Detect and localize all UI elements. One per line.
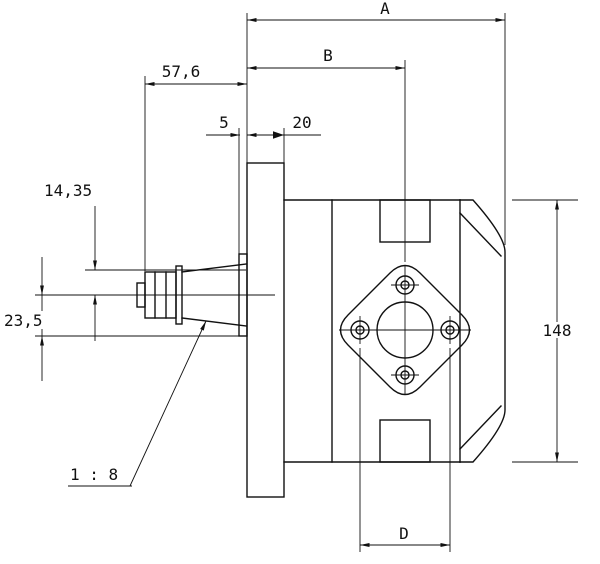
bottom-port-boss <box>379 419 431 463</box>
taper-callout: 1 : 8 <box>68 320 207 487</box>
rear-cover <box>459 199 506 463</box>
dim-label-d: D <box>399 524 409 543</box>
dimension-14-35: 14,35 <box>44 181 246 341</box>
pump-body <box>283 199 461 463</box>
dim-label-148: 148 <box>543 321 572 340</box>
dimension-57-6: 57,6 <box>144 62 248 271</box>
rear-cover-outline <box>459 199 506 463</box>
dim-label-23-5: 23,5 <box>4 311 43 330</box>
drive-shaft <box>35 263 275 327</box>
dimension-d: D <box>359 348 451 552</box>
port-flange-outline <box>339 264 471 396</box>
taper-label: 1 : 8 <box>70 465 118 484</box>
dim-label-5: 5 <box>219 113 229 132</box>
dimension-20: 20 <box>246 113 321 163</box>
side-port-flange <box>339 264 471 396</box>
shaft-taper-bottom <box>181 317 247 327</box>
flange-plate <box>246 162 285 498</box>
dim-label-a: A <box>380 0 390 18</box>
dimension-5: 5 <box>206 113 241 254</box>
dimension-a: A <box>246 0 506 245</box>
dimension-148: 148 <box>512 199 578 463</box>
dimension-23-5: 23,5 <box>4 257 239 381</box>
dim-label-57-6: 57,6 <box>162 62 201 81</box>
shaft-taper-top <box>181 263 247 273</box>
dimension-b: B <box>246 46 406 262</box>
dim-label-20: 20 <box>292 113 311 132</box>
mounting-flange <box>238 162 285 498</box>
dim-label-b: B <box>323 46 333 65</box>
dim-label-14-35: 14,35 <box>44 181 92 200</box>
